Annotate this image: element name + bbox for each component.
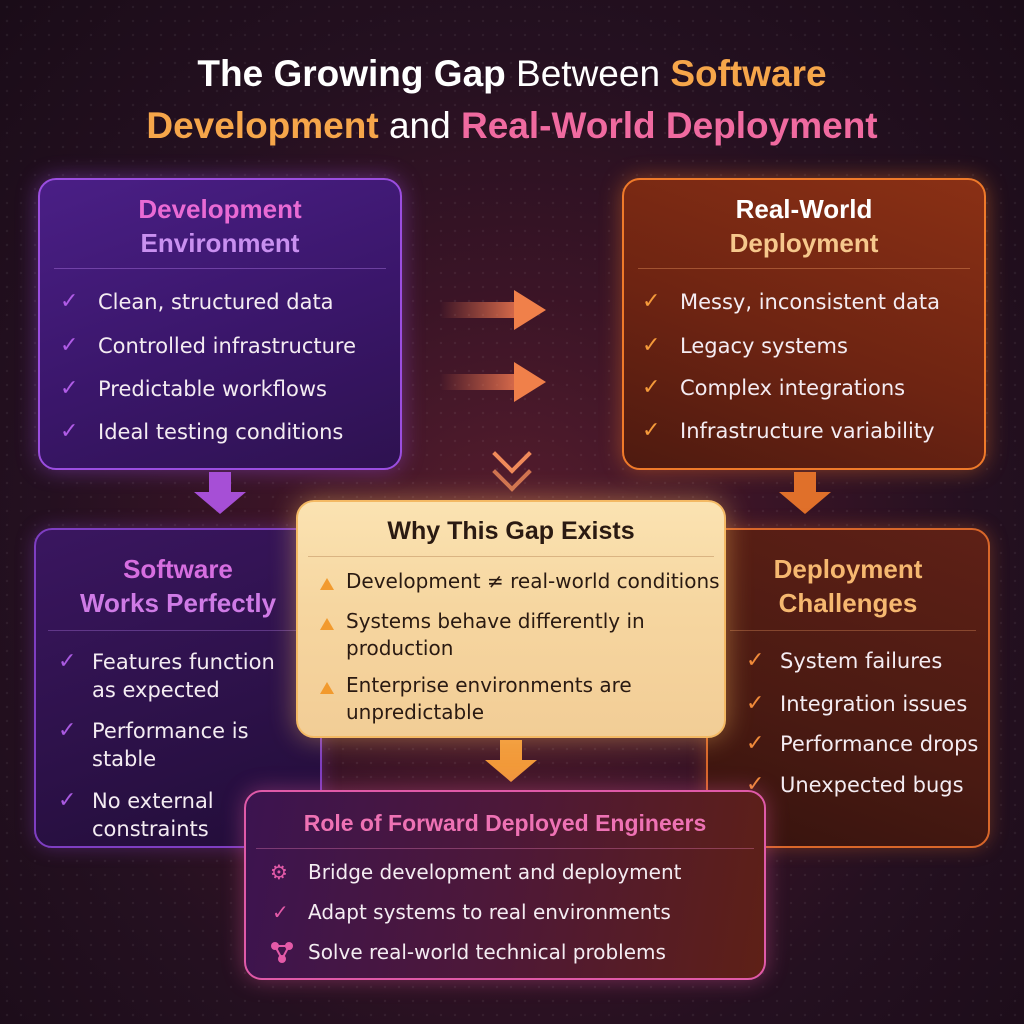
challenges-item-2: Integration issues [780, 692, 968, 716]
real-divider [638, 268, 970, 269]
dev-heading: Development Environment [40, 192, 400, 260]
challenges-divider [730, 630, 976, 631]
title-text-d: Development [146, 105, 379, 146]
real-heading-line2: Deployment [729, 228, 879, 258]
works-heading-line2: Works Perfectly [79, 588, 277, 618]
warning-triangle-icon [320, 618, 334, 630]
why-divider [308, 556, 714, 557]
check-icon: ✓ [58, 718, 77, 743]
arrow-right-icon [514, 362, 546, 402]
role-item-1: Bridge development and deployment [308, 860, 682, 884]
software-works-card: Software Works Perfectly ✓ Features func… [34, 528, 322, 848]
gears-icon: ⚙ [270, 860, 288, 884]
why-item-2-line2: production [346, 636, 454, 660]
why-item-1-line1: Development ≠ real-world conditions [346, 569, 720, 593]
development-environment-card: Development Environment ✓ Clean, structu… [38, 178, 402, 470]
check-icon: ✓ [746, 648, 765, 673]
dev-item-1: Clean, structured data [98, 290, 334, 314]
arrow-stem [500, 740, 522, 762]
warning-triangle-icon [320, 578, 334, 590]
role-item-3: Solve real-world technical problems [308, 940, 666, 964]
check-icon: ✓ [60, 419, 79, 444]
why-heading: Why This Gap Exists [387, 517, 635, 545]
network-icon [271, 942, 293, 963]
title-line-2: Development and Real-World Deployment [0, 100, 1024, 152]
why-item-1: Development ≠ real-world conditions [346, 568, 720, 595]
title-text-b: Between [516, 53, 671, 94]
works-divider [48, 630, 298, 631]
page-title: The Growing Gap Between Software Develop… [0, 48, 1024, 152]
why-item-3: Enterprise environments are unpredictabl… [346, 672, 632, 726]
real-heading-line1: Real-World [735, 194, 873, 224]
why-item-2-line1: Systems behave differently in [346, 609, 645, 633]
works-heading-line1: Software [123, 554, 233, 584]
warning-triangle-icon [320, 682, 334, 694]
challenges-heading-line1: Deployment [773, 554, 923, 584]
real-world-deployment-card: Real-World Deployment ✓ Messy, inconsist… [622, 178, 986, 470]
dev-item-2: Controlled infrastructure [98, 334, 357, 358]
why-item-2: Systems behave differently in production [346, 608, 645, 662]
check-icon: ✓ [58, 649, 77, 674]
dev-item-3: Predictable workflows [98, 377, 327, 401]
works-item-1: Features function as expected [92, 648, 275, 704]
check-icon: ✓ [60, 333, 79, 358]
challenges-heading-line2: Challenges [778, 588, 918, 618]
title-text-e: and [378, 105, 461, 146]
role-divider [256, 848, 754, 849]
arrow-down-icon [485, 760, 537, 782]
works-item-2-line1: Performance is [92, 719, 249, 743]
real-item-4: Infrastructure variability [680, 419, 935, 443]
dev-heading-line2: Environment [140, 228, 300, 258]
check-icon: ✓ [60, 376, 79, 401]
dev-item-4: Ideal testing conditions [98, 420, 344, 444]
why-gap-exists-card: Why This Gap Exists Development ≠ real-w… [296, 500, 726, 738]
check-icon: ✓ [642, 333, 661, 358]
works-item-3: No external constraints [92, 787, 214, 843]
title-text-f: Real-World Deployment [460, 105, 878, 146]
works-item-3-line1: No external [92, 789, 214, 813]
dev-divider [54, 268, 386, 269]
real-item-3: Complex integrations [680, 376, 906, 400]
arrow-right-icon [514, 290, 546, 330]
arrow-stem [209, 472, 231, 494]
works-item-1-line2: as expected [92, 678, 220, 702]
works-heading: Software Works Perfectly [36, 552, 320, 620]
real-item-1: Messy, inconsistent data [680, 290, 940, 314]
challenges-item-1: System failures [780, 649, 943, 673]
check-icon: ✓ [60, 289, 79, 314]
challenges-item-3: Performance drops [780, 732, 979, 756]
why-item-3-line1: Enterprise environments are [346, 673, 632, 697]
check-icon: ✓ [746, 691, 765, 716]
challenges-heading: Deployment Challenges [708, 552, 988, 620]
check-icon: ✓ [642, 418, 661, 443]
challenges-item-4: Unexpected bugs [780, 773, 964, 797]
why-item-3-line2: unpredictable [346, 700, 485, 724]
works-item-2-line2: stable [92, 747, 157, 771]
title-text-c: Software [670, 53, 827, 94]
title-text-a: The Growing Gap [197, 53, 517, 94]
works-item-3-line2: constraints [92, 817, 209, 841]
title-line-1: The Growing Gap Between Software [0, 48, 1024, 100]
check-icon: ✓ [746, 731, 765, 756]
works-item-2: Performance is stable [92, 717, 249, 773]
real-heading: Real-World Deployment [624, 192, 984, 260]
check-icon: ✓ [642, 375, 661, 400]
arrow-down-icon [779, 492, 831, 514]
arrow-down-icon [194, 492, 246, 514]
arrow-tail [440, 374, 516, 390]
works-item-1-line1: Features function [92, 650, 275, 674]
arrow-stem [794, 472, 816, 494]
real-item-2: Legacy systems [680, 334, 848, 358]
role-heading: Role of Forward Deployed Engineers [303, 810, 707, 836]
role-of-fde-card: Role of Forward Deployed Engineers ⚙ Bri… [244, 790, 766, 980]
check-icon: ✓ [272, 900, 289, 924]
arrow-tail [440, 302, 516, 318]
dev-heading-line1: Development [138, 194, 302, 224]
check-icon: ✓ [642, 289, 661, 314]
check-icon: ✓ [58, 788, 77, 813]
role-item-2: Adapt systems to real environments [308, 900, 671, 924]
